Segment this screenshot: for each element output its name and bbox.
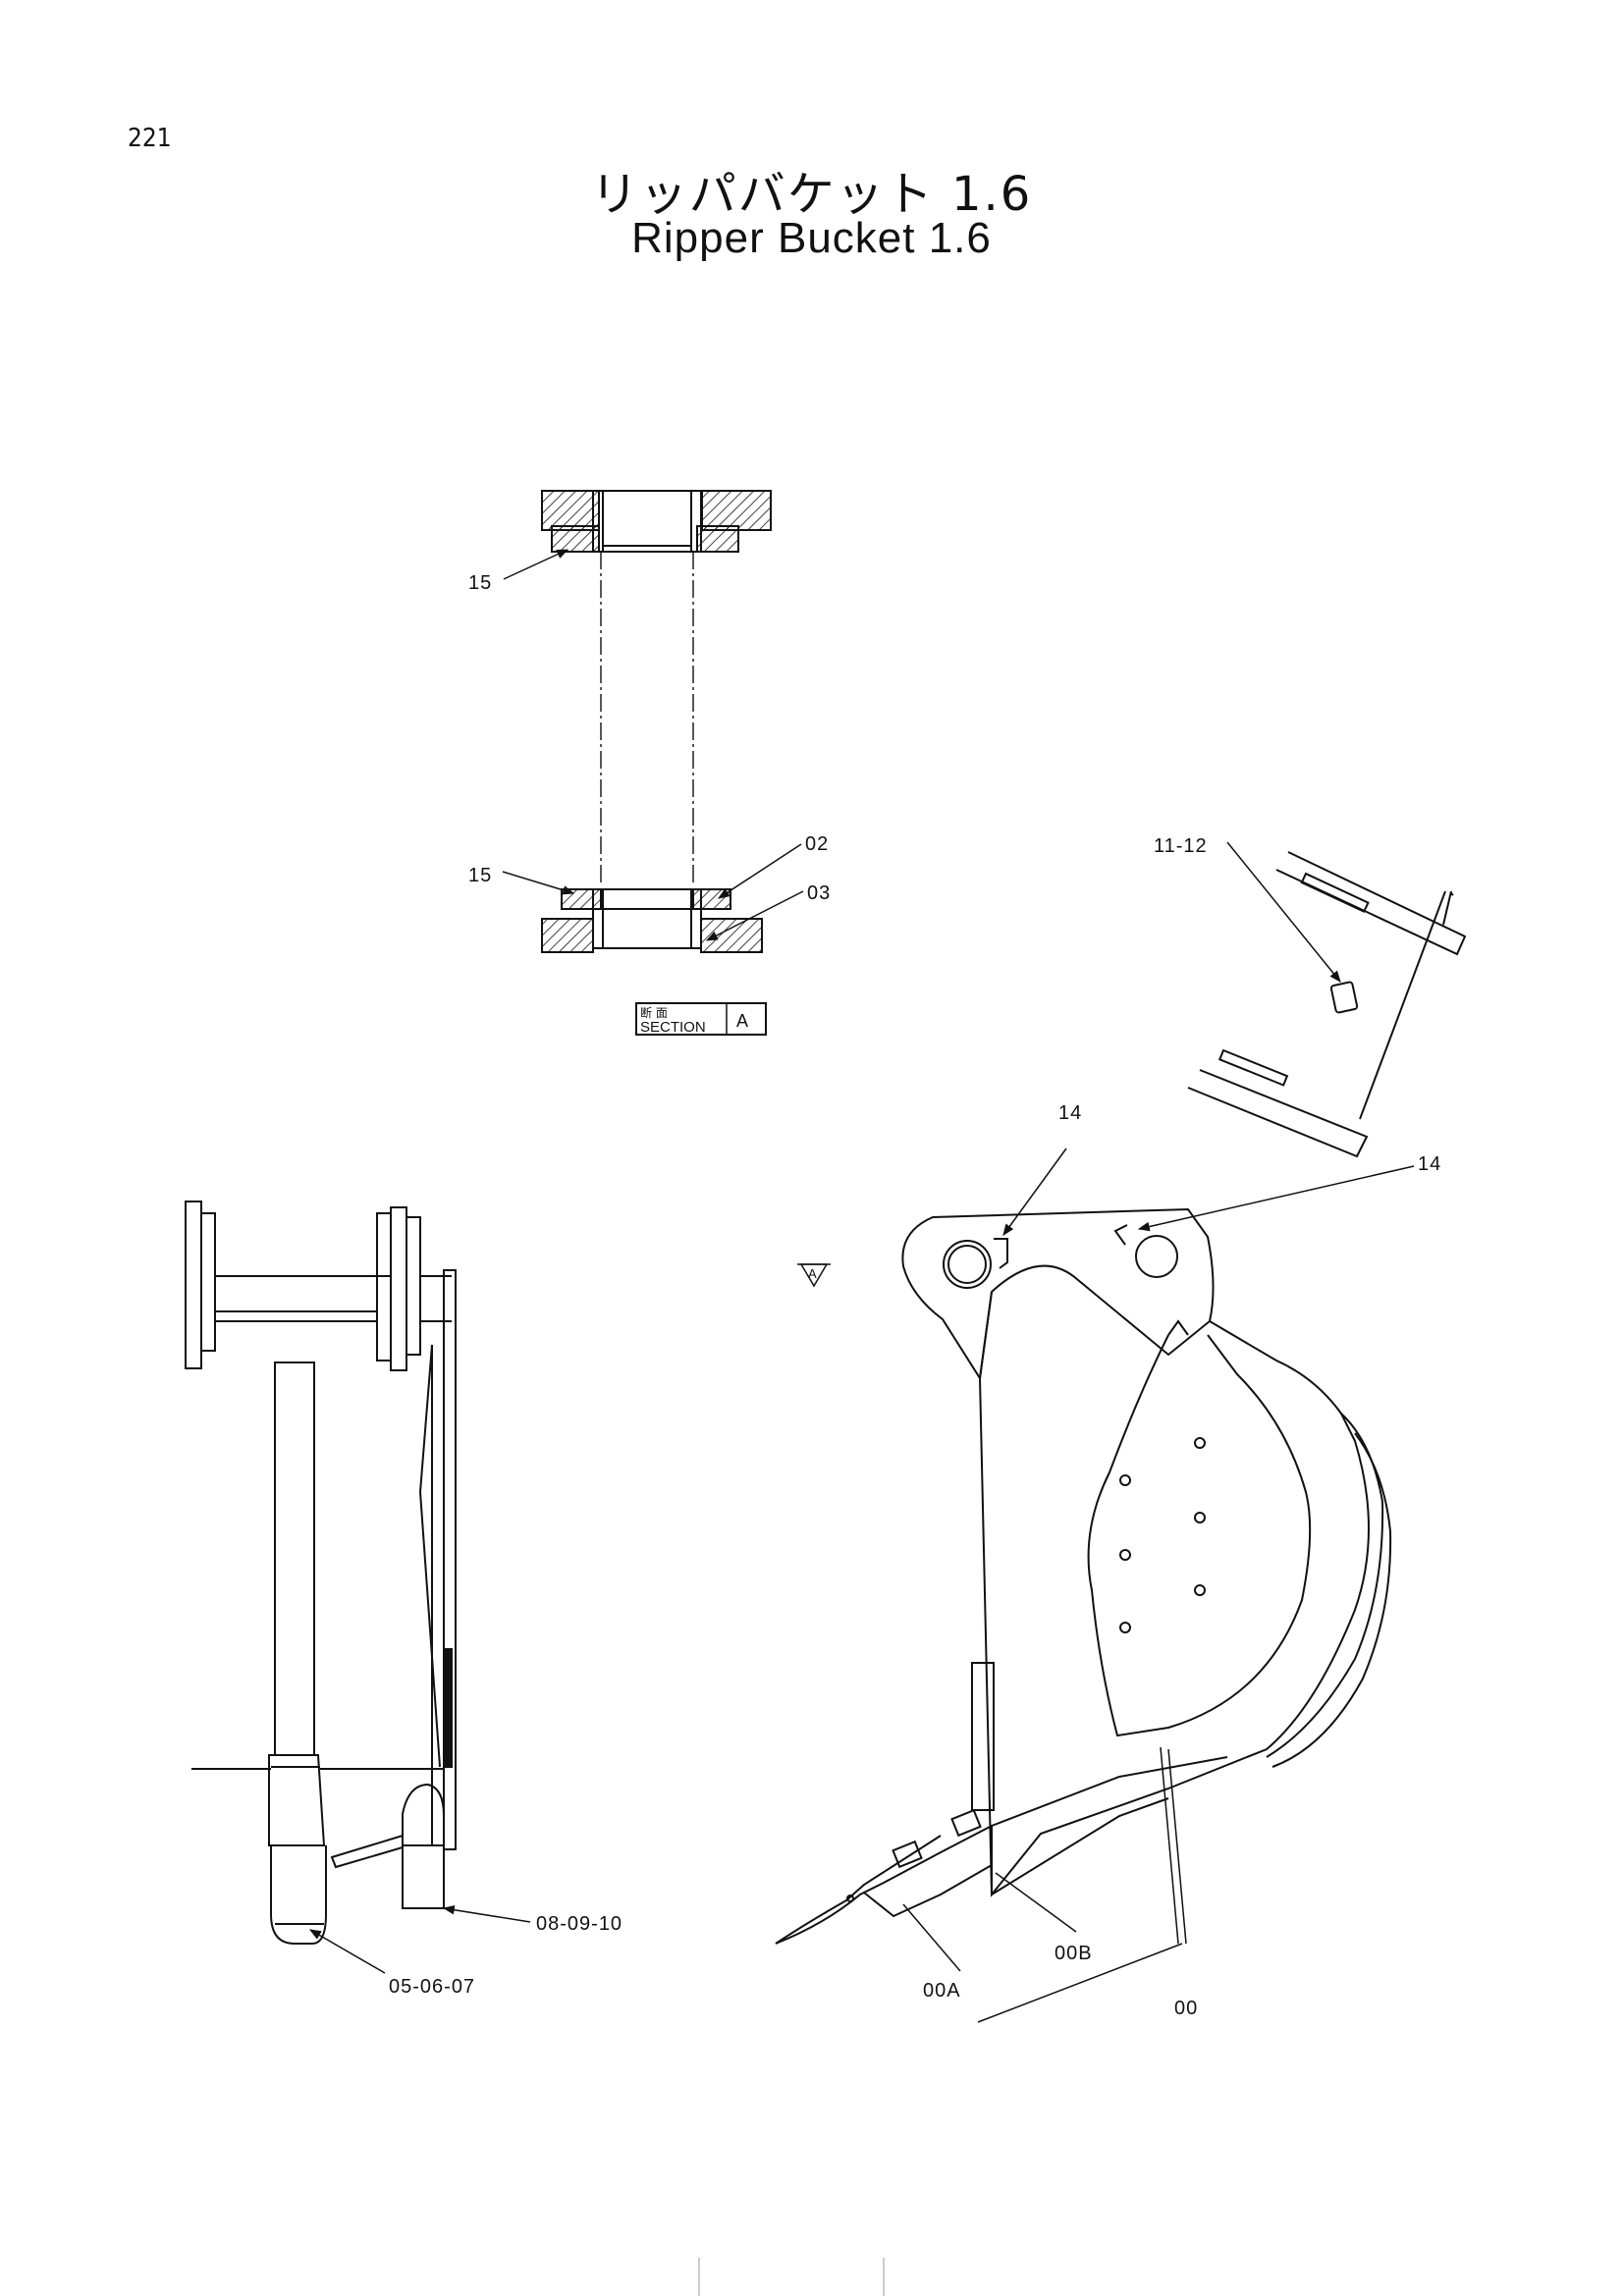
section-a-leaders: [502, 549, 804, 941]
callout-15-bottom: 15: [468, 865, 492, 886]
scan-edge-marks: [698, 2258, 885, 2296]
callout-03: 03: [807, 882, 831, 904]
callout-00B: 00B: [1055, 1943, 1093, 1964]
view-a-letter: A: [808, 1266, 817, 1281]
bucket-main-drawing: [775, 1207, 1392, 1945]
callout-14-left: 14: [1058, 1102, 1082, 1124]
side-view-leaders: [308, 1904, 531, 1974]
callout-14-right: 14: [1418, 1153, 1441, 1175]
callout-11-12: 11-12: [1154, 835, 1208, 857]
callout-08-09-10: 08-09-10: [536, 1913, 622, 1935]
section-letter: A: [736, 1011, 748, 1031]
section-a-drawing: [541, 490, 772, 953]
side-view-drawing: [185, 1201, 457, 1945]
view-a-marker: A: [797, 1263, 831, 1288]
bucket-main-leaders: [902, 1148, 1415, 2023]
tooth-pin-detail: [1187, 841, 1467, 1158]
page-title-japanese: リッパバケット 1.6: [590, 167, 1033, 222]
callout-02: 02: [805, 833, 829, 855]
section-a-label: 断 面 SECTION A: [635, 1002, 767, 1036]
page-number: 221: [128, 124, 172, 153]
section-kanji: 断 面: [640, 1005, 668, 1020]
callout-00: 00: [1174, 1998, 1198, 2019]
callout-05-06-07: 05-06-07: [389, 1976, 475, 1998]
section-word: SECTION: [640, 1019, 706, 1036]
callout-00A: 00A: [923, 1980, 961, 2002]
page-title-english: Ripper Bucket 1.6: [631, 214, 992, 262]
callout-15-top: 15: [468, 572, 492, 594]
